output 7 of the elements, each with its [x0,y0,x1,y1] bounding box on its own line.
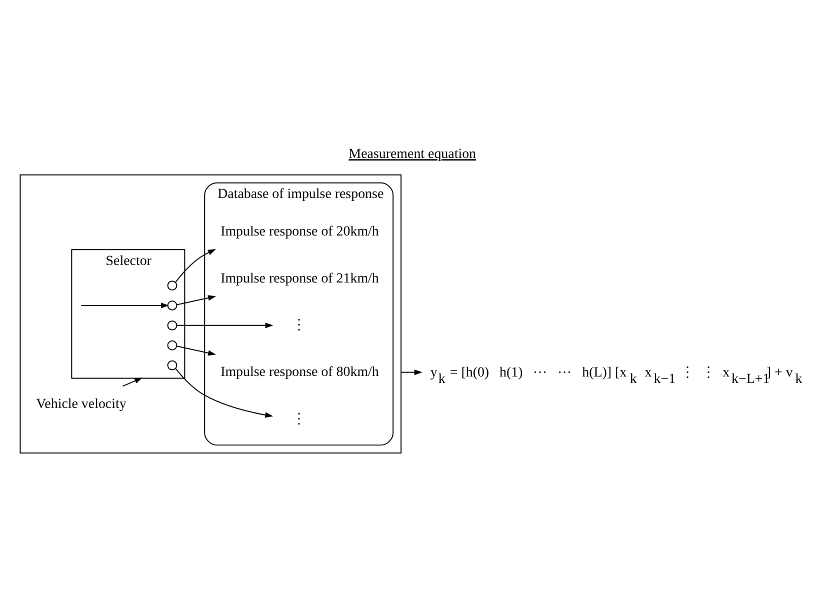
node-text: ⋮ [292,318,306,333]
node-text: Impulse response of 21km/h [220,270,379,286]
node-text: Impulse response of 80km/h [220,364,379,380]
node-text: ⋮ [292,411,306,426]
diagram-title: Measurement equation [348,146,476,162]
node-text: Vehicle velocity [36,396,126,412]
node-text: Impulse response of 20km/h [220,224,379,239]
